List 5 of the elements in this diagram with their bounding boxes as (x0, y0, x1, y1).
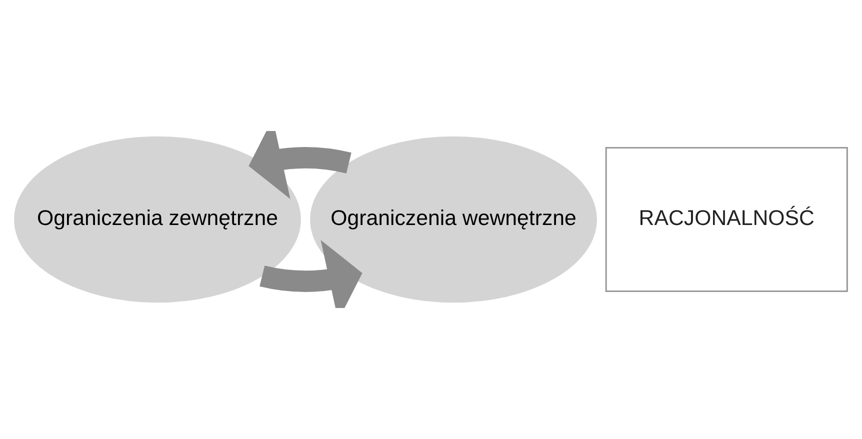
arrow (260, 240, 362, 308)
arrow (248, 131, 352, 199)
node-ellipse: Ograniczenia zewnętrzne (14, 136, 301, 303)
node-box: RACJONALNOŚĆ (605, 147, 848, 292)
node-ellipse: Ograniczenia wewnętrzne (310, 136, 597, 303)
